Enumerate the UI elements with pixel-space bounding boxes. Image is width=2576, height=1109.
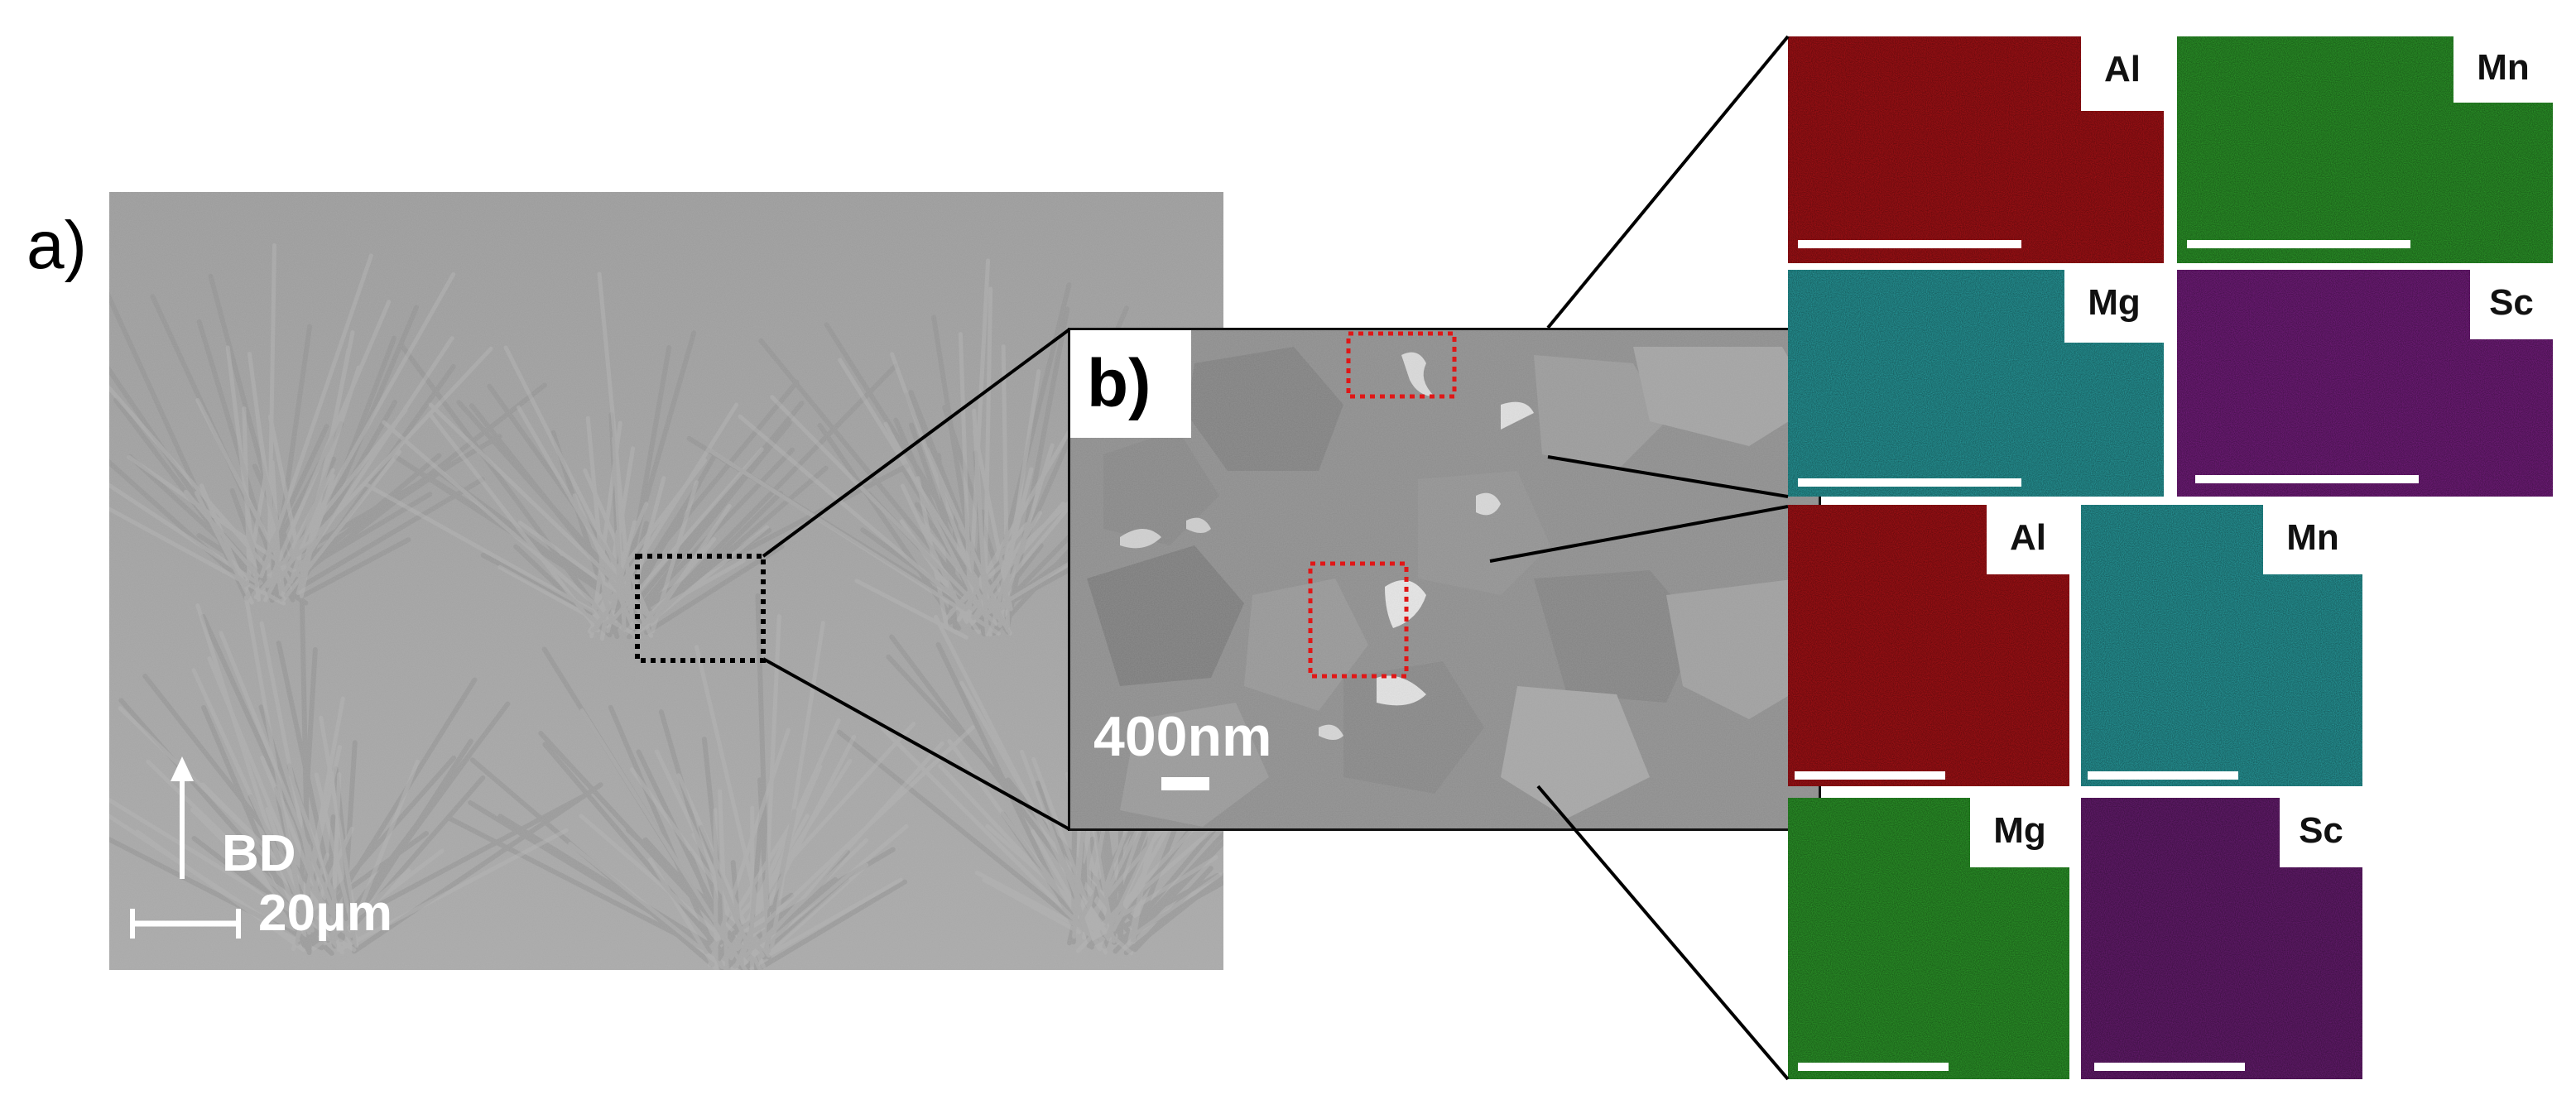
sem-overview-texture bbox=[109, 192, 1223, 970]
eds-map-label: Mn bbox=[2453, 36, 2553, 103]
eds-map-label: Al bbox=[2081, 36, 2164, 111]
roi-box-b-top bbox=[1346, 331, 1457, 399]
eds-map-top-mn: Mn bbox=[2177, 36, 2553, 263]
eds-map-label: Al bbox=[1987, 505, 2069, 574]
eds-scale-bar bbox=[1798, 478, 2021, 487]
eds-scale-bar bbox=[2187, 240, 2410, 248]
roi-box-b-bottom bbox=[1308, 561, 1409, 679]
panel-b-label: b) bbox=[1087, 346, 1151, 421]
eds-scale-bar bbox=[2195, 475, 2419, 483]
eds-map-bottom-mn: Mn bbox=[2081, 505, 2362, 786]
eds-map-label: Mn bbox=[2263, 505, 2362, 574]
roi-box-a bbox=[635, 554, 766, 663]
scale-bar-b bbox=[1161, 777, 1209, 790]
eds-scale-bar bbox=[1798, 1063, 1949, 1071]
bd-arrow-head bbox=[171, 756, 194, 781]
eds-map-top-sc: Sc bbox=[2177, 270, 2553, 497]
eds-map-top-al: Al bbox=[1788, 36, 2164, 263]
scale-b-label: 400nm bbox=[1093, 705, 1272, 768]
eds-map-top-al-texture bbox=[1788, 36, 2164, 263]
eds-scale-bar bbox=[1795, 771, 1945, 780]
eds-map-bottom-sc: Sc bbox=[2081, 798, 2362, 1079]
eds-map-label: Mg bbox=[1970, 798, 2069, 867]
sem-overview-image: BD 20μm bbox=[109, 192, 1223, 970]
sem-zoom-image: b) 400nm bbox=[1068, 328, 1821, 831]
eds-scale-bar bbox=[2088, 771, 2238, 780]
eds-map-top-mg: Mg bbox=[1788, 270, 2164, 497]
panel-a-label: a) bbox=[26, 208, 87, 283]
eds-map-label: Sc bbox=[2280, 798, 2362, 867]
bd-label: BD bbox=[222, 825, 296, 882]
eds-scale-bar bbox=[2094, 1063, 2245, 1071]
eds-map-bottom-sc-texture bbox=[2081, 798, 2362, 1079]
eds-scale-bar bbox=[1798, 240, 2021, 248]
eds-map-bottom-al-texture bbox=[1788, 505, 2069, 786]
eds-map-label: Sc bbox=[2470, 270, 2553, 339]
eds-map-label: Mg bbox=[2064, 270, 2164, 343]
sem-zoom-texture bbox=[1070, 330, 1819, 828]
scale-a-label: 20μm bbox=[258, 885, 393, 942]
eds-map-bottom-mg: Mg bbox=[1788, 798, 2069, 1079]
eds-map-bottom-al: Al bbox=[1788, 505, 2069, 786]
